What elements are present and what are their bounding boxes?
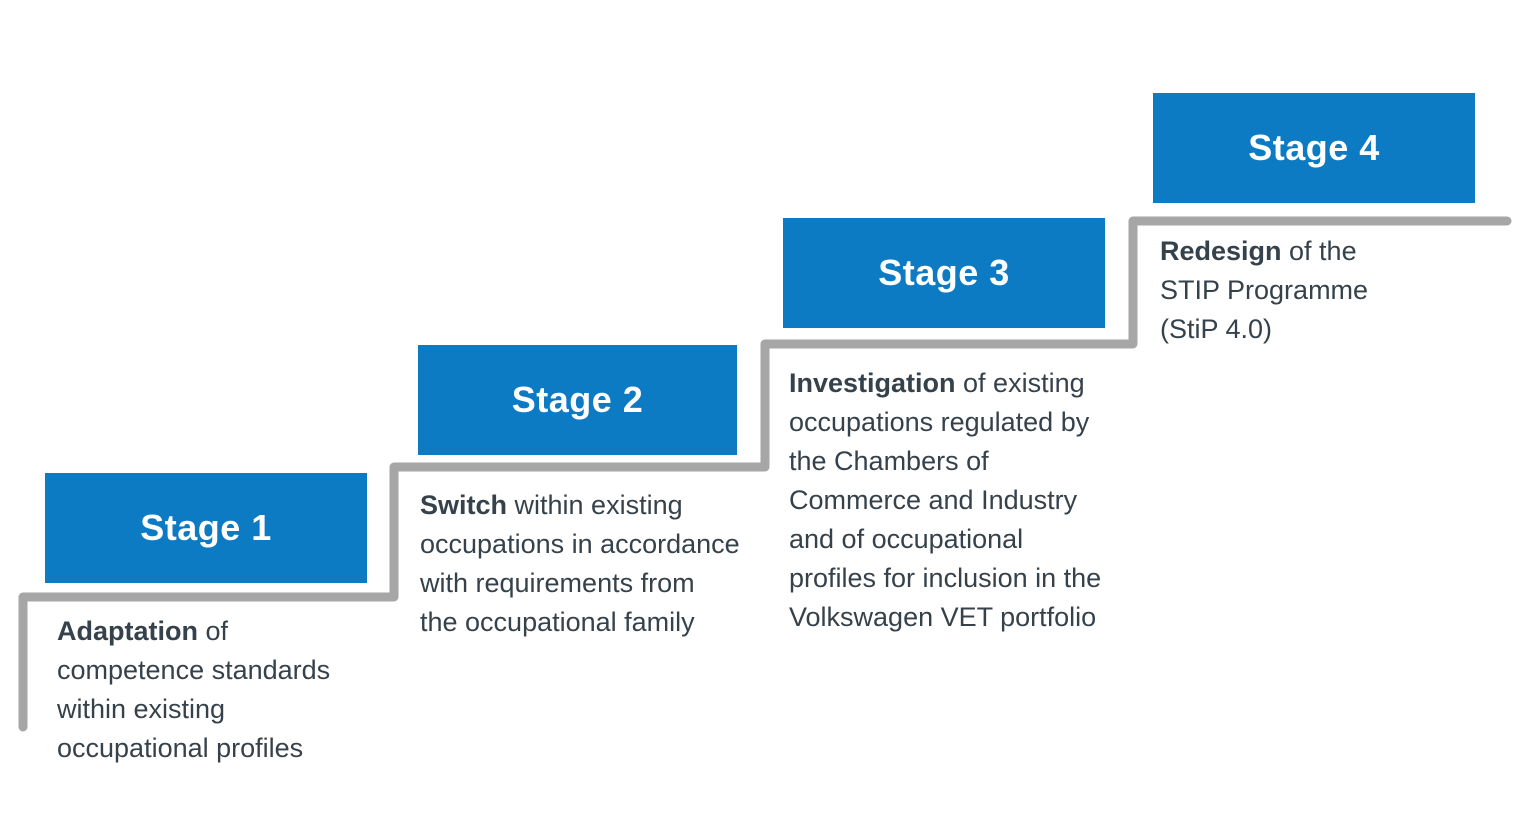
stage-3-box: Stage 3: [783, 218, 1105, 328]
stage-2-description-body: within existing occupations in accordanc…: [420, 490, 740, 637]
stage-4-description-body: of the STIP Programme (StiP 4.0): [1160, 236, 1369, 344]
stage-4-label: Stage 4: [1248, 127, 1380, 168]
stage-1-box: Stage 1: [45, 473, 367, 583]
stage-3-description: Investigation of existing occupations re…: [789, 364, 1169, 637]
stage-2-label: Stage 2: [511, 379, 644, 420]
stage-4-description: Redesign of the STIP Programme (StiP 4.0…: [1160, 232, 1500, 349]
stage-1-label: Stage 1: [140, 507, 272, 548]
stage-2-description-lead: Switch: [420, 490, 508, 520]
stage-1-description-body: of competence standards within existing …: [57, 616, 331, 763]
stage-2-description: Switch within existing occupations in ac…: [420, 486, 790, 642]
stage-1-description-lead: Adaptation: [57, 616, 198, 646]
stage-2-box: Stage 2: [418, 345, 737, 455]
stage-3-description-lead: Investigation: [789, 368, 956, 398]
stage-3-label: Stage 3: [878, 252, 1010, 293]
stage-1-description: Adaptation of competence standards withi…: [57, 612, 407, 768]
stage-3-description-body: of existing occupations regulated by the…: [789, 368, 1102, 632]
stage-4-description-lead: Redesign: [1160, 236, 1282, 266]
stage-4-box: Stage 4: [1153, 93, 1475, 203]
